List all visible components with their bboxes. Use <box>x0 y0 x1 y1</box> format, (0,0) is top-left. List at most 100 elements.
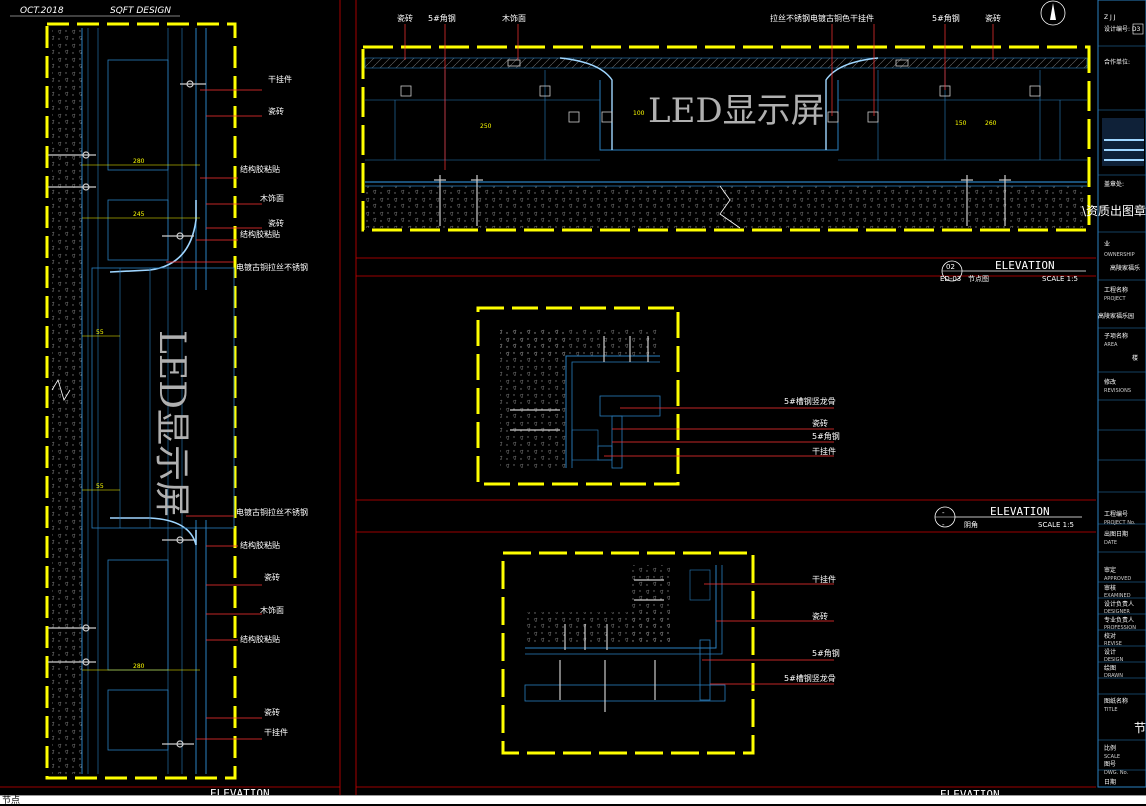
label-hanger-2: 干挂件 <box>264 727 288 737</box>
svg-text:阴角: 阴角 <box>964 520 978 529</box>
svg-text:02: 02 <box>946 263 955 271</box>
svg-text:修改: 修改 <box>1104 378 1116 386</box>
viewport-dividers <box>0 0 1096 795</box>
left-elevation-label: ELEVATION <box>210 787 270 795</box>
svg-text:出图日期: 出图日期 <box>1104 530 1128 538</box>
svg-text:AREA: AREA <box>1104 342 1118 348</box>
label-tile-b: 瓷砖 <box>812 611 828 621</box>
svg-text:日期: 日期 <box>1104 778 1116 786</box>
label-tile-top-2: 瓷砖 <box>985 13 1001 23</box>
label-wood-top: 木饰面 <box>502 13 526 23</box>
middle-corner-section: 5#槽钢竖龙骨 瓷砖 5#角钢 干挂件 <box>476 306 840 486</box>
label-angle-m: 5#角钢 <box>812 431 840 441</box>
elevation-title-2: - - 阴角 ELEVATION SCALE 1:5 <box>934 505 1082 529</box>
svg-text:EXAMINED: EXAMINED <box>1104 593 1131 599</box>
svg-text:工程名称: 工程名称 <box>1104 286 1128 294</box>
label-glue-2: 结构胶粘贴 <box>240 229 280 239</box>
command-line-text: 节点 <box>2 796 21 806</box>
header-company: SQFT DESIGN <box>110 6 171 16</box>
svg-text:ELEVATION: ELEVATION <box>990 505 1050 518</box>
label-tile-3: 瓷砖 <box>264 572 280 582</box>
svg-text:OWNERSHIP: OWNERSHIP <box>1104 252 1135 258</box>
svg-text:ELEVATION: ELEVATION <box>210 787 270 795</box>
svg-text:SCALE 1:5: SCALE 1:5 <box>1038 521 1074 529</box>
svg-text:高陵家福乐: 高陵家福乐 <box>1110 264 1140 272</box>
label-keel-b: 5#槽钢竖龙骨 <box>784 673 836 683</box>
svg-text:SCALE 1:5: SCALE 1:5 <box>1042 275 1078 283</box>
svg-text:合作单位:: 合作单位: <box>1104 58 1130 66</box>
svg-text:DWG. No.: DWG. No. <box>1104 770 1129 776</box>
label-tile-4: 瓷砖 <box>264 707 280 717</box>
svg-text:REVISIONS: REVISIONS <box>1104 388 1131 394</box>
svg-text:工程编号: 工程编号 <box>1104 510 1128 518</box>
svg-text:PROFESSION: PROFESSION <box>1104 625 1136 631</box>
left-vertical-section: 280 245 55 55 280 LED显示屏 干挂件 瓷砖 结构胶粘贴 木饰… <box>45 22 308 780</box>
svg-text:DESIGNER: DESIGNER <box>1104 609 1130 615</box>
svg-text:设计: 设计 <box>1104 648 1116 656</box>
top-horizontal-section: LED显示屏 瓷砖 5#角钢 木饰面 拉丝不锈钢电镀古铜色干挂件 5#角钢 瓷砖… <box>361 13 1091 232</box>
svg-text:280: 280 <box>133 663 145 670</box>
svg-text:子项名称: 子项名称 <box>1104 332 1128 340</box>
svg-text:55: 55 <box>96 483 104 490</box>
svg-text:ED-03: ED-03 <box>940 275 961 283</box>
svg-text:节点图: 节点图 <box>968 275 989 283</box>
svg-text:TITLE: TITLE <box>1103 707 1118 713</box>
label-keel-1: 5#槽钢竖龙骨 <box>784 396 836 406</box>
svg-text:高陵家福乐园: 高陵家福乐园 <box>1098 312 1134 320</box>
svg-text:PROJECT No.: PROJECT No. <box>1104 520 1136 526</box>
svg-text:100: 100 <box>633 110 645 117</box>
dim-label: 280 <box>133 158 145 165</box>
svg-text:绘图: 绘图 <box>1104 664 1116 672</box>
label-stainless-2: 电镀古铜拉丝不锈钢 <box>236 507 308 517</box>
svg-text:业: 业 <box>1104 240 1110 248</box>
svg-text:校对: 校对 <box>1104 632 1116 640</box>
svg-text:245: 245 <box>133 211 145 218</box>
led-label-vertical: LED显示屏 <box>151 330 192 517</box>
svg-text:ELEVATION: ELEVATION <box>940 788 1000 795</box>
svg-text:图号: 图号 <box>1104 761 1116 768</box>
svg-text:节: 节 <box>1134 721 1146 735</box>
svg-text:-: - <box>942 521 945 529</box>
label-angle-top-1: 5#角钢 <box>428 13 456 23</box>
svg-text:REVISE: REVISE <box>1104 641 1122 647</box>
label-tile-1: 瓷砖 <box>268 106 284 116</box>
svg-text:150: 150 <box>955 120 967 127</box>
label-angle-top-2: 5#角钢 <box>932 13 960 23</box>
svg-text:图纸名称: 图纸名称 <box>1104 697 1128 705</box>
svg-text:260: 260 <box>985 120 997 127</box>
svg-text:DESIGN: DESIGN <box>1104 657 1124 663</box>
label-tile-m: 瓷砖 <box>812 418 828 428</box>
label-stainless-1: 电镀古铜拉丝不锈钢 <box>236 262 308 272</box>
svg-text:审定: 审定 <box>1104 566 1116 574</box>
drawing-header: OCT.2018 SQFT DESIGN <box>10 6 180 17</box>
svg-text:250: 250 <box>480 123 492 130</box>
label-hanger-b: 干挂件 <box>812 574 836 584</box>
led-label-horizontal: LED显示屏 <box>648 91 825 131</box>
title-block: Z J J 设计编号: D3 合作单位: 盖章处: \资质出图章 业 OWNER… <box>1082 0 1146 788</box>
north-marker <box>1040 0 1066 26</box>
command-line-bar[interactable]: 节点 <box>0 795 1146 806</box>
svg-text:SCALE: SCALE <box>1104 754 1120 760</box>
svg-text:ELEVATION: ELEVATION <box>995 259 1055 272</box>
svg-text:比例: 比例 <box>1104 744 1116 752</box>
header-date: OCT.2018 <box>20 6 64 16</box>
svg-text:楼: 楼 <box>1132 354 1138 362</box>
svg-text:审核: 审核 <box>1104 584 1116 592</box>
svg-text:\资质出图章: \资质出图章 <box>1082 203 1146 218</box>
label-hanger-1: 干挂件 <box>268 74 292 84</box>
label-glue-4: 结构胶粘贴 <box>240 634 280 644</box>
svg-text:设计编号: D3: 设计编号: D3 <box>1104 25 1141 33</box>
label-tile-2: 瓷砖 <box>268 218 284 228</box>
svg-text:盖章处:: 盖章处: <box>1104 180 1124 188</box>
svg-text:DRAWN: DRAWN <box>1104 673 1123 679</box>
svg-text:Z J J: Z J J <box>1104 14 1116 21</box>
svg-text:专业负责人: 专业负责人 <box>1104 616 1134 624</box>
label-glue-3: 结构胶粘贴 <box>240 540 280 550</box>
bottom-corner-section: 干挂件 瓷砖 5#角钢 5#槽钢竖龙骨 <box>501 551 840 755</box>
label-tile-top-1: 瓷砖 <box>397 13 413 23</box>
label-angle-b: 5#角钢 <box>812 648 840 658</box>
svg-text:55: 55 <box>96 329 104 336</box>
svg-text:PROJECT: PROJECT <box>1104 296 1127 302</box>
